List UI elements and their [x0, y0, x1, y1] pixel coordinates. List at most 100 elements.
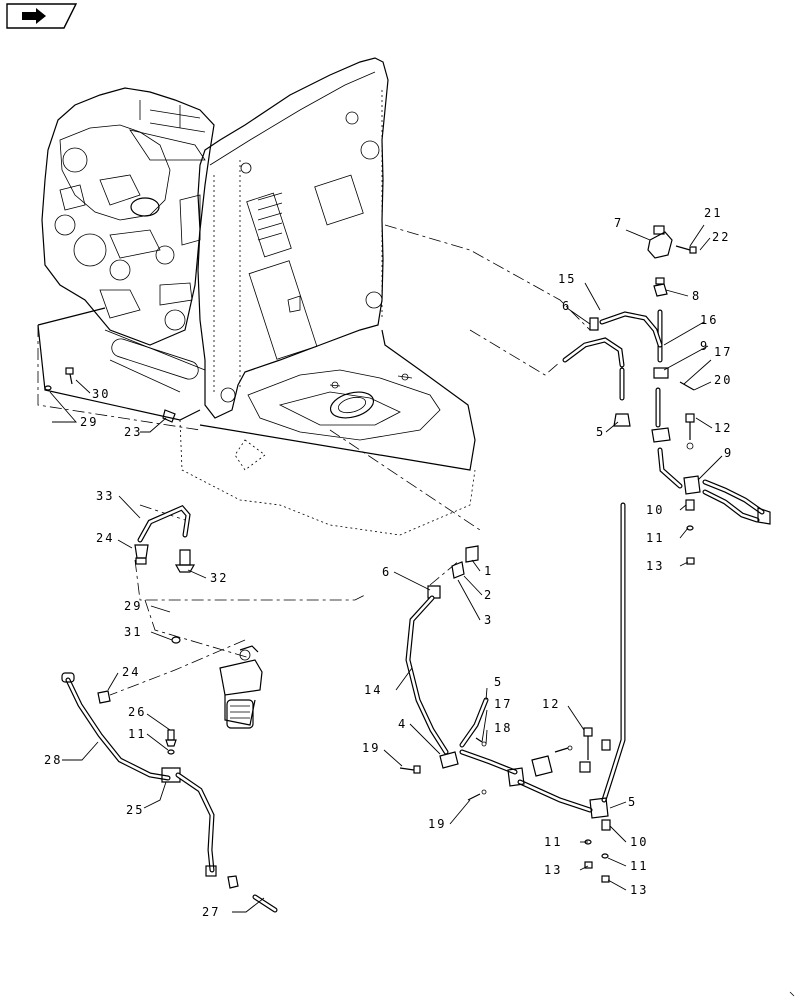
callout-19-left: 19 [362, 741, 380, 755]
callout-17-middle: 17 [494, 697, 512, 711]
hose-28 [61, 672, 171, 781]
washer-29-upper [44, 385, 52, 391]
callout-21: 21 [704, 206, 722, 220]
callout-27: 27 [202, 905, 220, 919]
callout-11-lower-right: 11 [630, 859, 648, 873]
leader-lines [49, 224, 723, 913]
callout-13-upper: 13 [646, 559, 664, 573]
screw-19-left [399, 765, 421, 774]
engine-assembly [41, 87, 215, 346]
spacer-10-lower [601, 819, 611, 831]
callout-5-lower: 5 [628, 795, 637, 809]
callout-9-lower: 9 [724, 446, 733, 460]
callout-32: 32 [210, 571, 228, 585]
screw-20 [679, 381, 695, 391]
callout-18: 18 [494, 721, 512, 735]
callout-20: 20 [714, 373, 732, 387]
cap-7 [647, 225, 673, 259]
callout-26: 26 [128, 705, 146, 719]
phantom-lines [37, 224, 591, 696]
nut-13-upper [686, 557, 695, 565]
callout-24-upper: 24 [96, 531, 114, 545]
callout-22: 22 [712, 230, 730, 244]
callout-14: 14 [364, 683, 382, 697]
callout-23: 23 [124, 425, 142, 439]
callout-7: 7 [614, 216, 623, 230]
screw-21-22 [675, 245, 697, 254]
callout-12-lower: 12 [542, 697, 560, 711]
callout-5-middle: 5 [494, 675, 503, 689]
bracket-23 [162, 409, 176, 423]
callout-6-lower: 6 [382, 565, 391, 579]
fitting-2 [451, 561, 465, 579]
clip-27 [227, 875, 278, 913]
callout-29-upper: 29 [80, 415, 98, 429]
hose-lower-right-pair [657, 447, 771, 525]
washer-11-upper [686, 525, 694, 531]
frame-plate [197, 57, 389, 419]
callout-29-lower: 29 [124, 599, 142, 613]
callout-4: 4 [398, 717, 407, 731]
tube-33 [137, 504, 191, 543]
clip-5-lower [589, 797, 609, 819]
callout-11-upper: 11 [646, 531, 664, 545]
callout-25: 25 [126, 803, 144, 817]
fitting-6-lower [427, 585, 441, 599]
washer-11-left [167, 749, 175, 755]
fitting-1 [465, 545, 479, 563]
callout-13-lower-right: 13 [630, 883, 648, 897]
callout-3: 3 [484, 613, 493, 627]
callout-5-upper: 5 [596, 425, 605, 439]
bolt-30 [65, 367, 74, 385]
callout-30: 30 [92, 387, 110, 401]
callout-9-upper: 9 [700, 339, 709, 353]
clamp-9-upper [653, 367, 669, 379]
callout-24-lower: 24 [122, 665, 140, 679]
screw-19-right [467, 789, 487, 801]
spacer-10-upper [685, 499, 695, 511]
callout-11-lower-left: 11 [544, 835, 562, 849]
fitting-32 [174, 549, 196, 573]
callout-labels: 1 2 3 4 5 5 5 6 6 7 8 9 9 10 10 11 11 11… [44, 206, 733, 919]
callout-6-upper: 6 [562, 299, 571, 313]
callout-11-left: 11 [128, 727, 146, 741]
clip-5-upper [613, 413, 631, 427]
callout-8: 8 [692, 289, 701, 303]
callout-31: 31 [124, 625, 142, 639]
fitting-8 [653, 277, 668, 297]
washer-31 [171, 636, 181, 644]
callout-16: 16 [700, 313, 718, 327]
hose-long-vertical [601, 502, 626, 803]
hose-14 [405, 595, 449, 755]
hose-upper-return [562, 337, 625, 401]
callout-2: 2 [484, 588, 493, 602]
chassis-base [37, 307, 476, 536]
fitting-6-upper [589, 317, 599, 331]
bolt-12-lower [583, 727, 593, 760]
clamp-9-lower [683, 475, 701, 495]
hose-5-branch [459, 697, 489, 748]
hose-15 [599, 311, 663, 348]
washer-11-lower [584, 839, 609, 859]
clamp-4 [439, 751, 459, 769]
nut-13-lower [584, 861, 610, 883]
callout-28: 28 [44, 753, 62, 767]
fitting-17-18 [475, 737, 487, 747]
clamp-upper-right [651, 427, 694, 450]
callout-13-lower-left: 13 [544, 863, 562, 877]
callout-1: 1 [484, 564, 493, 578]
clamp-right-lower [531, 745, 573, 777]
callout-19-right: 19 [428, 817, 446, 831]
callout-10-lower: 10 [630, 835, 648, 849]
corner-mark [789, 991, 795, 997]
callout-10-upper: 10 [646, 503, 664, 517]
tee-25 [161, 767, 181, 783]
callout-17-upper: 17 [714, 345, 732, 359]
callout-15: 15 [558, 272, 576, 286]
tube-center-lower [459, 749, 593, 813]
callout-12-upper: 12 [714, 421, 732, 435]
hose-lower-left [175, 772, 217, 877]
page-arrow-icon[interactable] [6, 3, 78, 29]
